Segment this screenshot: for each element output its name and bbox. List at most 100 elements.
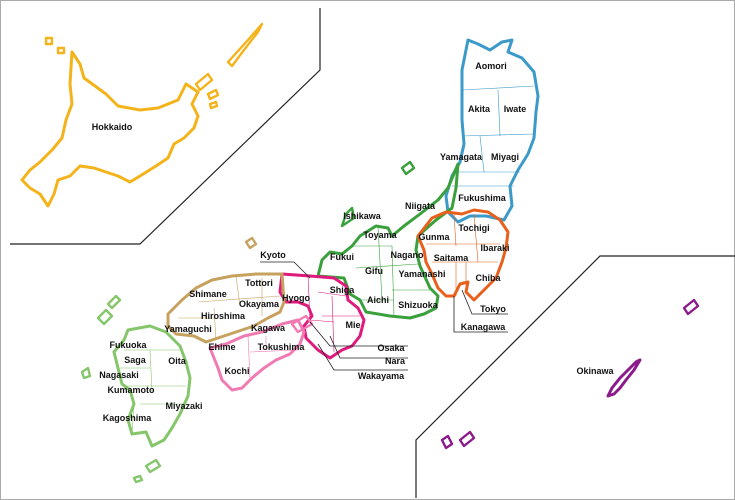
chubu-island-sado bbox=[400, 160, 416, 176]
label-kumamoto: Kumamoto bbox=[108, 385, 156, 395]
hokkaido-outline bbox=[20, 50, 200, 208]
leader-kyoto bbox=[260, 261, 311, 279]
label-kagoshima: Kagoshima bbox=[103, 413, 153, 423]
label-saitama: Saitama bbox=[434, 253, 470, 263]
label-osaka: Osaka bbox=[377, 343, 405, 353]
label-gifu: Gifu bbox=[365, 266, 383, 276]
label-miyazaki: Miyazaki bbox=[165, 401, 202, 411]
label-mie: Mie bbox=[345, 320, 360, 330]
prefecture-labels: Hokkaido Aomori Akita Iwate Yamagata Miy… bbox=[92, 61, 615, 423]
label-iwate: Iwate bbox=[504, 104, 527, 114]
label-yamanashi: Yamanashi bbox=[398, 269, 445, 279]
label-tokushima: Tokushima bbox=[258, 342, 306, 352]
label-tochigi: Tochigi bbox=[458, 223, 489, 233]
leader-kanagawa bbox=[453, 296, 508, 333]
hokkaido-island-kunashiri-1 bbox=[194, 72, 214, 92]
kanto-outline bbox=[416, 208, 510, 302]
region-shikoku bbox=[208, 314, 314, 392]
label-gunma: Gunma bbox=[418, 232, 450, 242]
leader-osaka bbox=[309, 321, 408, 347]
label-okayama: Okayama bbox=[239, 299, 280, 309]
okinawa-outline bbox=[606, 358, 642, 398]
kanto-pref-lines bbox=[426, 213, 500, 296]
region-kinki bbox=[278, 272, 366, 360]
chugoku-pref-lines bbox=[178, 275, 281, 341]
label-toyama: Toyama bbox=[363, 230, 397, 240]
leader-wakayama bbox=[317, 343, 408, 371]
region-okinawa bbox=[440, 298, 700, 450]
okinawa-island-miyako bbox=[458, 430, 476, 448]
label-hyogo: Hyogo bbox=[282, 293, 311, 303]
chubu-pref-lines bbox=[352, 225, 434, 317]
kyushu-island-goto bbox=[80, 366, 92, 380]
tohoku-outline bbox=[444, 38, 540, 224]
label-fukushima: Fukushima bbox=[458, 193, 507, 203]
label-ishikawa: Ishikawa bbox=[343, 211, 382, 221]
region-tohoku bbox=[444, 38, 540, 224]
shikoku-pref-lines bbox=[247, 335, 299, 379]
hokkaido-island-kunashiri-2 bbox=[206, 88, 220, 101]
label-niigata: Niigata bbox=[405, 201, 436, 211]
label-yamaguchi: Yamaguchi bbox=[164, 324, 212, 334]
tohoku-pref-lines bbox=[452, 85, 535, 187]
label-kochi: Kochi bbox=[224, 366, 249, 376]
chubu-island-noto bbox=[340, 206, 356, 228]
leader-nara bbox=[329, 335, 408, 359]
label-shiga: Shiga bbox=[330, 285, 355, 295]
hokkaido-island-rebun bbox=[56, 46, 66, 55]
label-yamagata: Yamagata bbox=[440, 152, 483, 162]
label-kanagawa: Kanagawa bbox=[461, 322, 507, 332]
kyushu-island-yakushima bbox=[144, 458, 162, 474]
label-nagasaki: Nagasaki bbox=[99, 370, 139, 380]
region-kyushu bbox=[80, 294, 192, 484]
label-shimane: Shimane bbox=[189, 289, 227, 299]
label-ibaraki: Ibaraki bbox=[480, 243, 509, 253]
label-aichi: Aichi bbox=[367, 295, 389, 305]
label-shizuoka: Shizuoka bbox=[398, 300, 439, 310]
label-saga: Saga bbox=[124, 355, 147, 365]
kyushu-island-tsushima bbox=[106, 294, 122, 310]
label-fukui: Fukui bbox=[330, 252, 354, 262]
hokkaido-island-shikotan bbox=[208, 100, 219, 110]
label-kagawa: Kagawa bbox=[251, 323, 286, 333]
okinawa-inset-border bbox=[415, 255, 735, 498]
hokkaido-island-kurils bbox=[226, 22, 264, 68]
hokkaido-inset-border bbox=[10, 8, 321, 245]
leader-lines bbox=[260, 261, 508, 371]
chugoku-island-oki bbox=[244, 236, 258, 250]
region-kanto bbox=[416, 208, 510, 302]
label-hokkaido: Hokkaido bbox=[92, 122, 133, 132]
kyushu-pref-lines bbox=[120, 349, 186, 435]
label-ehime: Ehime bbox=[208, 342, 235, 352]
kyushu-island-iki bbox=[96, 308, 114, 326]
kyushu-island-tanegashima bbox=[132, 474, 144, 484]
kinki-pref-lines bbox=[307, 275, 360, 353]
label-kyoto: Kyoto bbox=[260, 250, 286, 260]
region-chugoku bbox=[166, 236, 286, 344]
hokkaido-island-rishiri bbox=[44, 36, 54, 46]
leader-tokyo bbox=[461, 289, 508, 315]
label-chiba: Chiba bbox=[475, 273, 501, 283]
chubu-outline bbox=[316, 162, 460, 320]
shikoku-outline bbox=[208, 318, 306, 392]
label-nagano: Nagano bbox=[390, 250, 424, 260]
region-hokkaido bbox=[20, 22, 264, 208]
label-hiroshima: Hiroshima bbox=[201, 311, 246, 321]
label-aomori: Aomori bbox=[475, 61, 507, 71]
label-oita: Oita bbox=[168, 356, 186, 366]
okinawa-island-daito bbox=[682, 298, 700, 316]
label-okinawa: Okinawa bbox=[576, 366, 614, 376]
chugoku-outline bbox=[166, 272, 286, 344]
label-wakayama: Wakayama bbox=[358, 371, 405, 381]
label-tokyo: Tokyo bbox=[480, 304, 506, 314]
kinki-outline bbox=[278, 272, 366, 360]
label-nara: Nara bbox=[385, 356, 406, 366]
label-akita: Akita bbox=[468, 104, 491, 114]
kyushu-outline bbox=[112, 324, 192, 448]
label-fukuoka: Fukuoka bbox=[109, 340, 147, 350]
region-chubu bbox=[316, 160, 460, 320]
label-tottori: Tottori bbox=[245, 278, 273, 288]
